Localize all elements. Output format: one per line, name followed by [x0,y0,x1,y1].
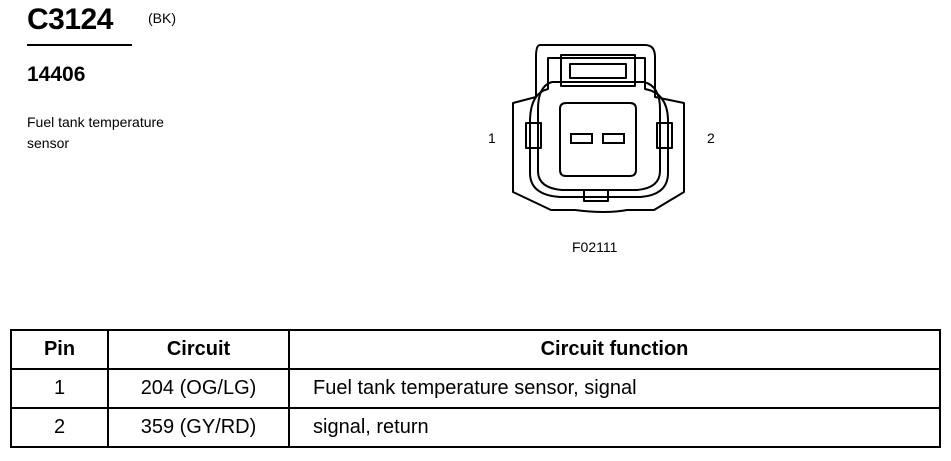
connector-inner-wall [529,57,669,198]
connector-face-diagram [512,44,685,213]
left-key [525,122,542,149]
connector-inner-rim [537,81,661,191]
header-pin: Pin [10,329,109,370]
connector-outer-housing [512,44,685,213]
pin-cell: 1 [10,368,109,409]
color-code: (BK) [148,10,176,26]
bottom-key [583,189,609,202]
table-row: 1 204 (OG/LG) Fuel tank temperature sens… [10,368,941,409]
figure-id: F02111 [572,239,618,255]
part-number: 14406 [27,63,86,86]
table-row: 2 359 (GY/RD) signal, return [10,407,941,448]
function-cell: signal, return [288,407,941,448]
function-cell: Fuel tank temperature sensor, signal [288,368,941,409]
circuit-cell: 204 (OG/LG) [107,368,290,409]
terminal-cavity [559,102,637,177]
pin-2-label: 2 [707,130,715,146]
title-underline [27,44,132,46]
table-header-row: Pin Circuit Circuit function [10,329,941,370]
locking-tab-window [569,63,627,79]
pin-cell: 2 [10,407,109,448]
right-key [656,122,673,149]
circuit-cell: 359 (GY/RD) [107,407,290,448]
header-circuit-function: Circuit function [288,329,941,370]
pin-2-terminal [602,133,625,144]
component-description: Fuel tank temperature sensor [27,114,164,151]
header-circuit: Circuit [107,329,290,370]
locking-tab [560,54,636,87]
connector-id: C3124 [27,3,113,36]
pin-1-terminal [570,133,593,144]
pin-circuit-table: Pin Circuit Circuit function 1 204 (OG/L… [10,329,941,448]
pin-1-label: 1 [488,130,496,146]
